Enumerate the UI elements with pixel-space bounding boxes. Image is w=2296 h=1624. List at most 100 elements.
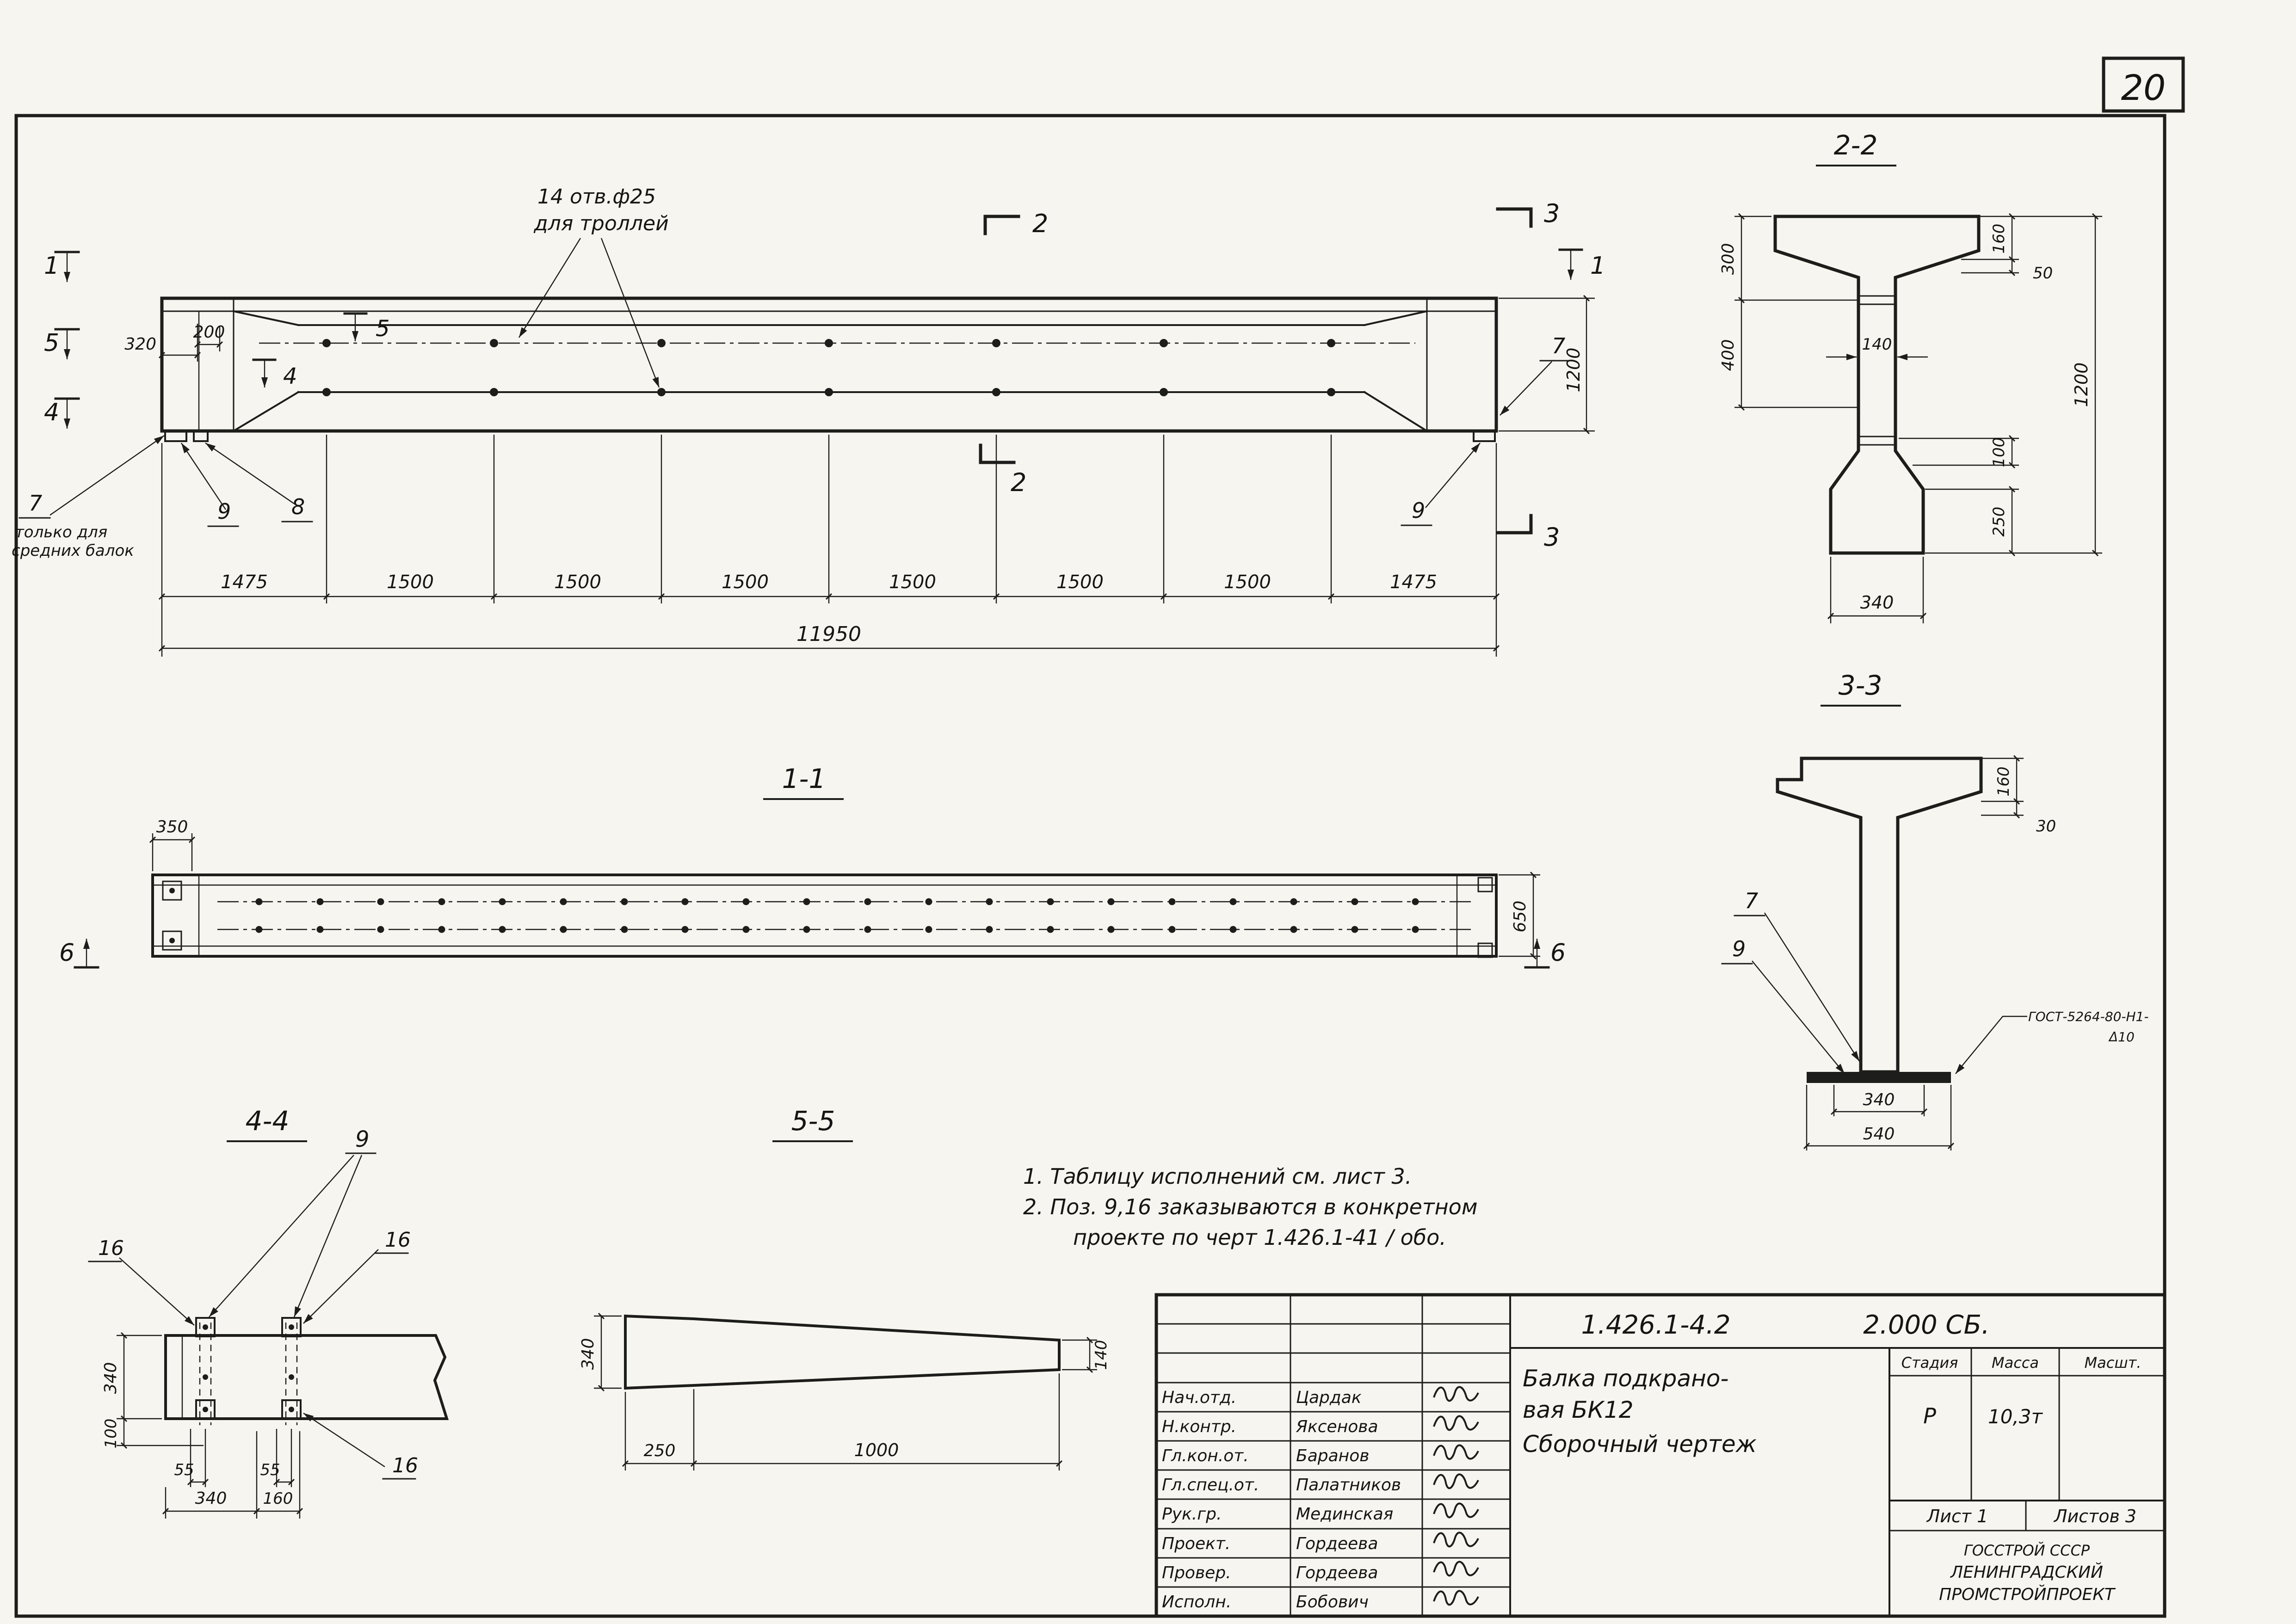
svg-text:3: 3 [1544, 523, 1560, 552]
row-name-3: Палатников [1296, 1476, 1401, 1495]
callout-16-a: 16 [88, 1236, 195, 1326]
end-plate-bottom-left [162, 930, 182, 951]
gost-note-line2: Δ10 [2108, 1029, 2135, 1045]
page-number-box [2102, 56, 2185, 113]
row-role-0: Нач.отд. [1162, 1388, 1236, 1407]
svg-text:4: 4 [283, 363, 297, 389]
svg-text:2: 2 [1011, 468, 1026, 497]
general-notes: 1. Таблицу исполнений см. лист 3. 2. Поз… [1023, 1164, 1478, 1250]
callout-9-44: 9 [209, 1126, 376, 1317]
dim-400: 400 [1719, 339, 1738, 371]
header-scale: Масшт. [2085, 1354, 2142, 1372]
signature-squiggle [1433, 1561, 1479, 1577]
dim-250-55: 250 [644, 1441, 676, 1460]
view-4-4-outline [164, 1334, 449, 1420]
fixing-plate-bottom-2 [281, 1399, 302, 1420]
dim-1500-5: 1500 [1056, 572, 1104, 593]
svg-text:9: 9 [1412, 498, 1425, 523]
dim-340-33: 340 [1863, 1090, 1895, 1109]
org-line1: ГОССТРОЙ СССР [1964, 1542, 2090, 1559]
cross-section-3-3-outline [1776, 757, 1983, 1074]
section-mark-1-right: 1 [1558, 248, 1605, 280]
dim-1500-2: 1500 [554, 572, 601, 593]
dim-160-33: 160 [1994, 767, 2013, 797]
svg-text:2: 2 [1032, 209, 1048, 238]
view-4-4: 4-4 340 100 55 55 34 [88, 1105, 449, 1519]
drawing-title-line2: вая БК12 [1523, 1396, 1634, 1423]
dim-250: 250 [1990, 507, 2008, 537]
end-plate-top-right [1477, 877, 1493, 892]
dim-200: 200 [193, 323, 225, 342]
row-name-2: Баранов [1296, 1446, 1369, 1465]
plan-holes-bottom-row [255, 926, 1419, 933]
svg-text:16: 16 [98, 1236, 124, 1260]
dim-1200-22: 1200 [2071, 363, 2092, 407]
section-mark-3-top: 3 [1496, 199, 1560, 228]
signature-squiggle [1433, 1590, 1479, 1606]
section-1-1-label: 1-1 [782, 763, 826, 794]
callout-9-33: 9 [1721, 936, 1845, 1074]
sheet-frame: 20 [14, 56, 2185, 1618]
svg-text:8: 8 [291, 494, 305, 519]
bearing-pad-left-2 [193, 430, 209, 442]
dim-1500-4: 1500 [889, 572, 936, 593]
svg-text:16: 16 [385, 1228, 411, 1252]
doc-number: 1.426.1-4.2 [1581, 1310, 1730, 1340]
fixing-plate-top-1 [195, 1317, 216, 1337]
svg-text:1: 1 [44, 252, 59, 280]
holes-note-line1: 14 отв.ф25 [537, 185, 656, 209]
drawing-title-line3: Сборочный чертеж [1523, 1431, 1757, 1458]
callout-16-b: 16 [303, 1228, 411, 1324]
dim-1475-1: 1475 [221, 572, 268, 593]
svg-text:9: 9 [355, 1126, 370, 1152]
callout-9-right: 9 [1401, 443, 1481, 526]
row-role-6: Провер. [1162, 1563, 1231, 1582]
dimension-chain: 1475 1500 1500 1500 1500 1500 1500 1475 … [158, 435, 1500, 657]
note-line-1: 1. Таблицу исполнений см. лист 3. [1023, 1164, 1412, 1189]
section-5-5-label: 5-5 [791, 1105, 835, 1137]
section-mark-4-inner: 4 [252, 358, 297, 389]
svg-text:7: 7 [29, 491, 42, 516]
bearing-pad-right [1473, 430, 1496, 442]
fixing-plate-bottom-1 [195, 1399, 216, 1420]
sheets-total: Листов 3 [2053, 1506, 2136, 1526]
callout-16-c: 16 [303, 1412, 418, 1480]
callout-7-right: 7 [1500, 333, 1573, 416]
dim-1500-3: 1500 [722, 572, 769, 593]
section-2-2: 2-2 140 300 400 160 50 100 250 [1719, 129, 2102, 623]
cross-section-2-2-outline [1773, 215, 1981, 555]
weld-gost-note: ГОСТ-5264-80-Н1- Δ10 [1955, 1009, 2148, 1074]
row-name-7: Бобович [1296, 1593, 1369, 1612]
dim-50: 50 [2033, 264, 2053, 283]
dim-160-22: 160 [1990, 224, 2008, 254]
note-middle-beams: средних балок [12, 541, 134, 560]
row-role-7: Исполн. [1162, 1593, 1231, 1612]
bearing-pad-left-1 [164, 430, 187, 442]
dim-340-22: 340 [1860, 592, 1894, 613]
svg-text:16: 16 [392, 1454, 418, 1477]
section-2-2-label: 2-2 [1834, 129, 1878, 161]
view-5-5-outline [624, 1314, 1061, 1390]
callout-8: 8 [205, 443, 313, 523]
trolley-holes-top-row [322, 339, 1335, 347]
callout-9-left: 9 [181, 443, 239, 527]
svg-text:5: 5 [44, 329, 59, 357]
section-mark-6-right: 6 [1524, 939, 1566, 969]
dim-1000-55: 1000 [854, 1440, 899, 1460]
dim-540: 540 [1863, 1125, 1895, 1144]
svg-text:7: 7 [1552, 333, 1565, 358]
dim-140: 140 [1862, 335, 1892, 354]
signature-squiggle [1433, 1502, 1479, 1519]
base-plate [1807, 1072, 1951, 1083]
plan-outline [151, 874, 1498, 958]
end-plate-top-left [162, 880, 182, 901]
org-line2: ЛЕНИНГРАДСКИЙ [1950, 1562, 2103, 1582]
org-line3: ПРОМСТРОЙПРОЕКТ [1939, 1585, 2116, 1604]
section-mark-5-left: 5 [44, 328, 80, 359]
section-mark-4-left: 4 [44, 397, 80, 429]
gost-note-line1: ГОСТ-5264-80-Н1- [2028, 1009, 2148, 1024]
svg-text:5: 5 [376, 316, 390, 342]
row-name-0: Цардак [1296, 1388, 1362, 1407]
